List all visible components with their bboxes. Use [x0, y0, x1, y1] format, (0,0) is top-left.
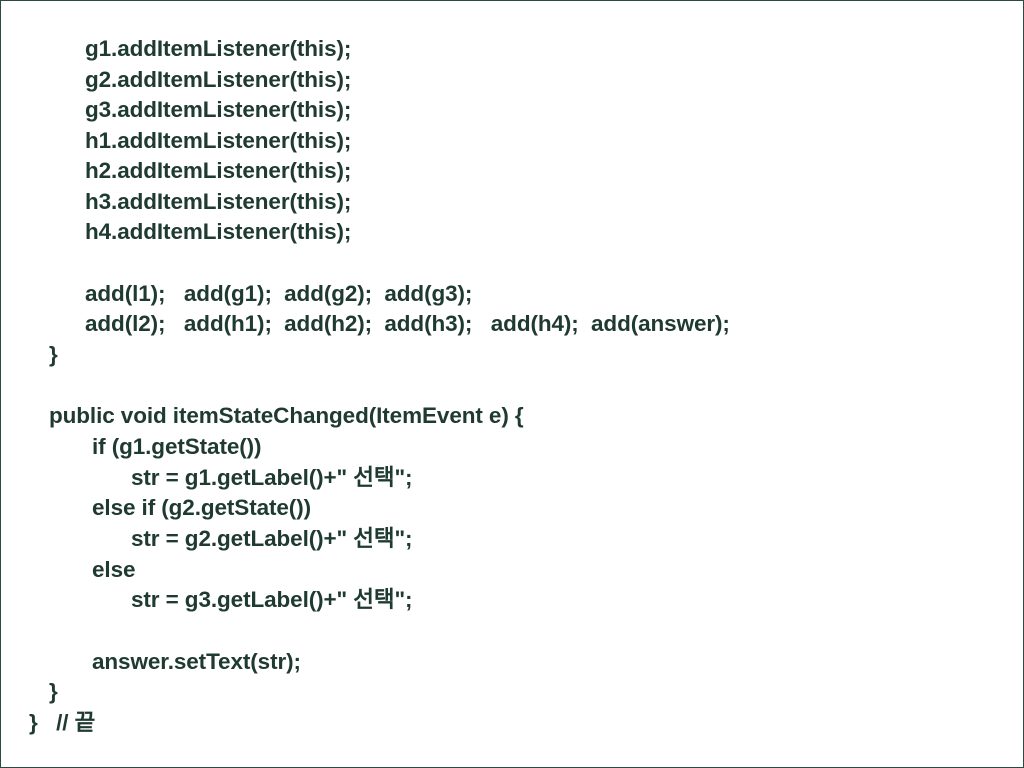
code-line-10: add(l2); add(h1); add(h2); add(h3); add(… — [85, 311, 730, 336]
code-line-5: h2.addItemListener(this); — [85, 158, 352, 183]
code-line-4: h1.addItemListener(this); — [85, 128, 352, 153]
code-line-19: str = g3.getLabel()+" 선택"; — [131, 587, 413, 612]
code-line-2: g2.addItemListener(this); — [85, 67, 352, 92]
code-line-22: } — [49, 679, 58, 704]
code-line-17: str = g2.getLabel()+" 선택"; — [131, 526, 413, 551]
code-line-7: h4.addItemListener(this); — [85, 219, 352, 244]
code-line-1: g1.addItemListener(this); — [85, 36, 352, 61]
code-line-23: } // 끝 — [29, 710, 96, 735]
code-line-18: else — [92, 557, 136, 582]
code-line-15: str = g1.getLabel()+" 선택"; — [131, 465, 413, 490]
code-line-16: else if (g2.getState()) — [92, 495, 311, 520]
code-line-21: answer.setText(str); — [92, 649, 301, 674]
code-line-11: } — [49, 342, 58, 367]
code-line-14: if (g1.getState()) — [92, 434, 262, 459]
code-line-3: g3.addItemListener(this); — [85, 97, 352, 122]
code-line-6: h3.addItemListener(this); — [85, 189, 352, 214]
code-line-13: public void itemStateChanged(ItemEvent e… — [49, 403, 524, 428]
code-line-9: add(l1); add(g1); add(g2); add(g3); — [85, 281, 473, 306]
